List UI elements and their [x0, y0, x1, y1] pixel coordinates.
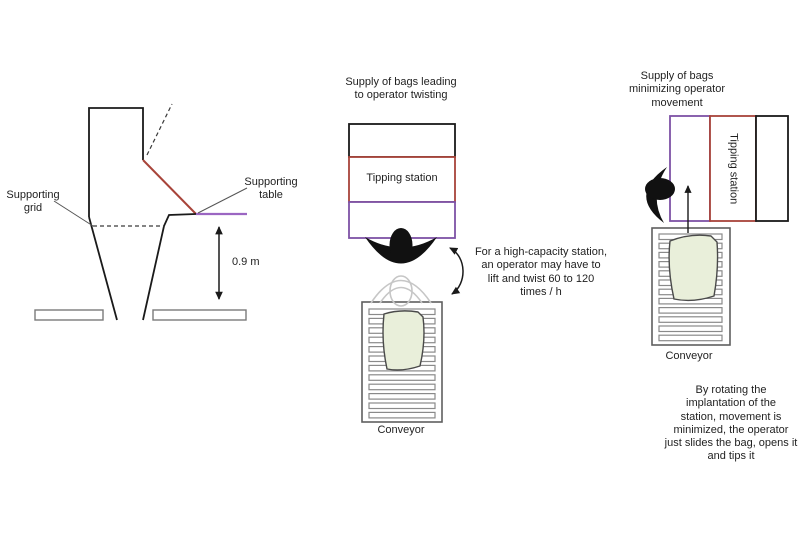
hopper-right-wall	[142, 213, 197, 321]
hopper-upper-outline	[88, 107, 144, 217]
supporting-grid-label: Supporting grid	[6, 189, 60, 215]
twisting-layout	[348, 123, 464, 423]
operator-icon	[365, 228, 437, 264]
right-title: Supply of bags minimizing operator movem…	[629, 70, 725, 109]
station-section-black-right	[755, 115, 789, 222]
bag-open-dashed-line	[146, 103, 173, 156]
station-section-red-right	[709, 115, 757, 222]
middle-title: Supply of bags leading to operator twist…	[345, 76, 457, 102]
operator-icon-right	[645, 167, 675, 223]
table-leader-line	[197, 187, 248, 214]
conveyor-label: Conveyor	[377, 424, 425, 436]
base-right	[152, 309, 247, 321]
right-note: By rotating the implantation of the stat…	[664, 384, 798, 463]
dimension-label: 0.9 m	[232, 256, 260, 268]
middle-note: For a high-capacity station, an operator…	[474, 246, 608, 298]
tipping-station-label: Tipping station	[366, 172, 438, 184]
station-section-purple-right	[669, 115, 711, 222]
rotated-layout	[645, 115, 789, 346]
grid-leader-line	[53, 200, 94, 227]
tipping-station-label-vertical: Tipping station	[727, 133, 740, 205]
supporting-table-label: Supporting table	[244, 176, 298, 202]
chute-red-line	[142, 159, 197, 215]
hopper-left-wall	[88, 216, 118, 321]
hopper-side-view	[34, 103, 248, 321]
operator-ghost-icon	[370, 275, 432, 307]
conveyor-label-right: Conveyor	[665, 350, 713, 362]
bag-icon-right	[668, 234, 719, 302]
station-section-black	[348, 123, 456, 158]
station-section-red	[348, 156, 456, 203]
base-left	[34, 309, 104, 321]
twist-arrow-icon	[449, 247, 464, 295]
bag-icon	[382, 310, 425, 371]
